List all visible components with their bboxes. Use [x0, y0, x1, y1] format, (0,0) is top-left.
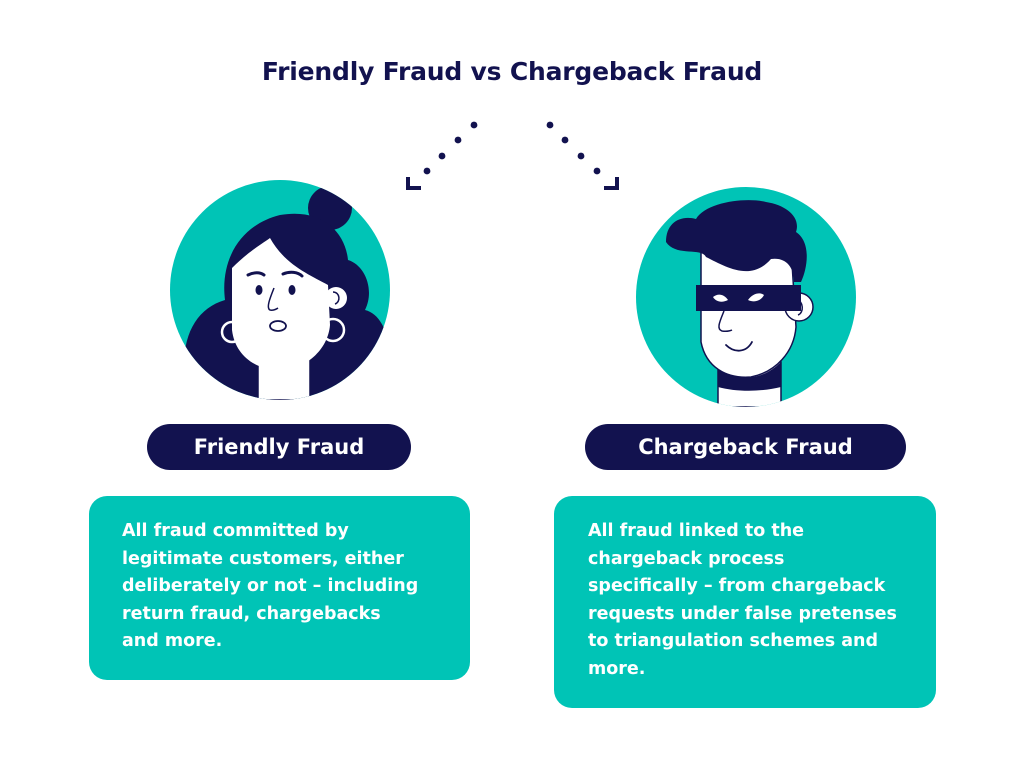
chargeback-fraud-label: Chargeback Fraud: [585, 424, 906, 470]
masked-man-avatar-icon: [636, 187, 856, 407]
description-line: requests under false pretenses: [588, 603, 897, 624]
woman-avatar-icon: [170, 180, 390, 400]
description-line: chargeback process: [588, 548, 785, 569]
description-line: All fraud linked to the: [588, 521, 805, 541]
dotted-arrows-icon: [406, 121, 619, 190]
description-line: specifically – from chargeback: [588, 576, 886, 596]
description-line: deliberately or not – including: [122, 576, 419, 596]
description-line: more.: [588, 658, 646, 679]
diagram-title: Friendly Fraud vs Chargeback Fraud: [261, 57, 763, 86]
description-line: legitimate customers, either: [122, 548, 404, 569]
description-line: All fraud committed by: [122, 521, 349, 541]
description-line: and more.: [122, 631, 223, 651]
chargeback-fraud-description: All fraud linked to the chargeback proce…: [554, 496, 936, 708]
description-line: return fraud, chargebacks: [122, 603, 381, 624]
friendly-fraud-description: All fraud committed by legitimate custom…: [89, 496, 470, 680]
friendly-fraud-label: Friendly Fraud: [147, 424, 411, 470]
description-line: to triangulation schemes and: [588, 631, 878, 651]
